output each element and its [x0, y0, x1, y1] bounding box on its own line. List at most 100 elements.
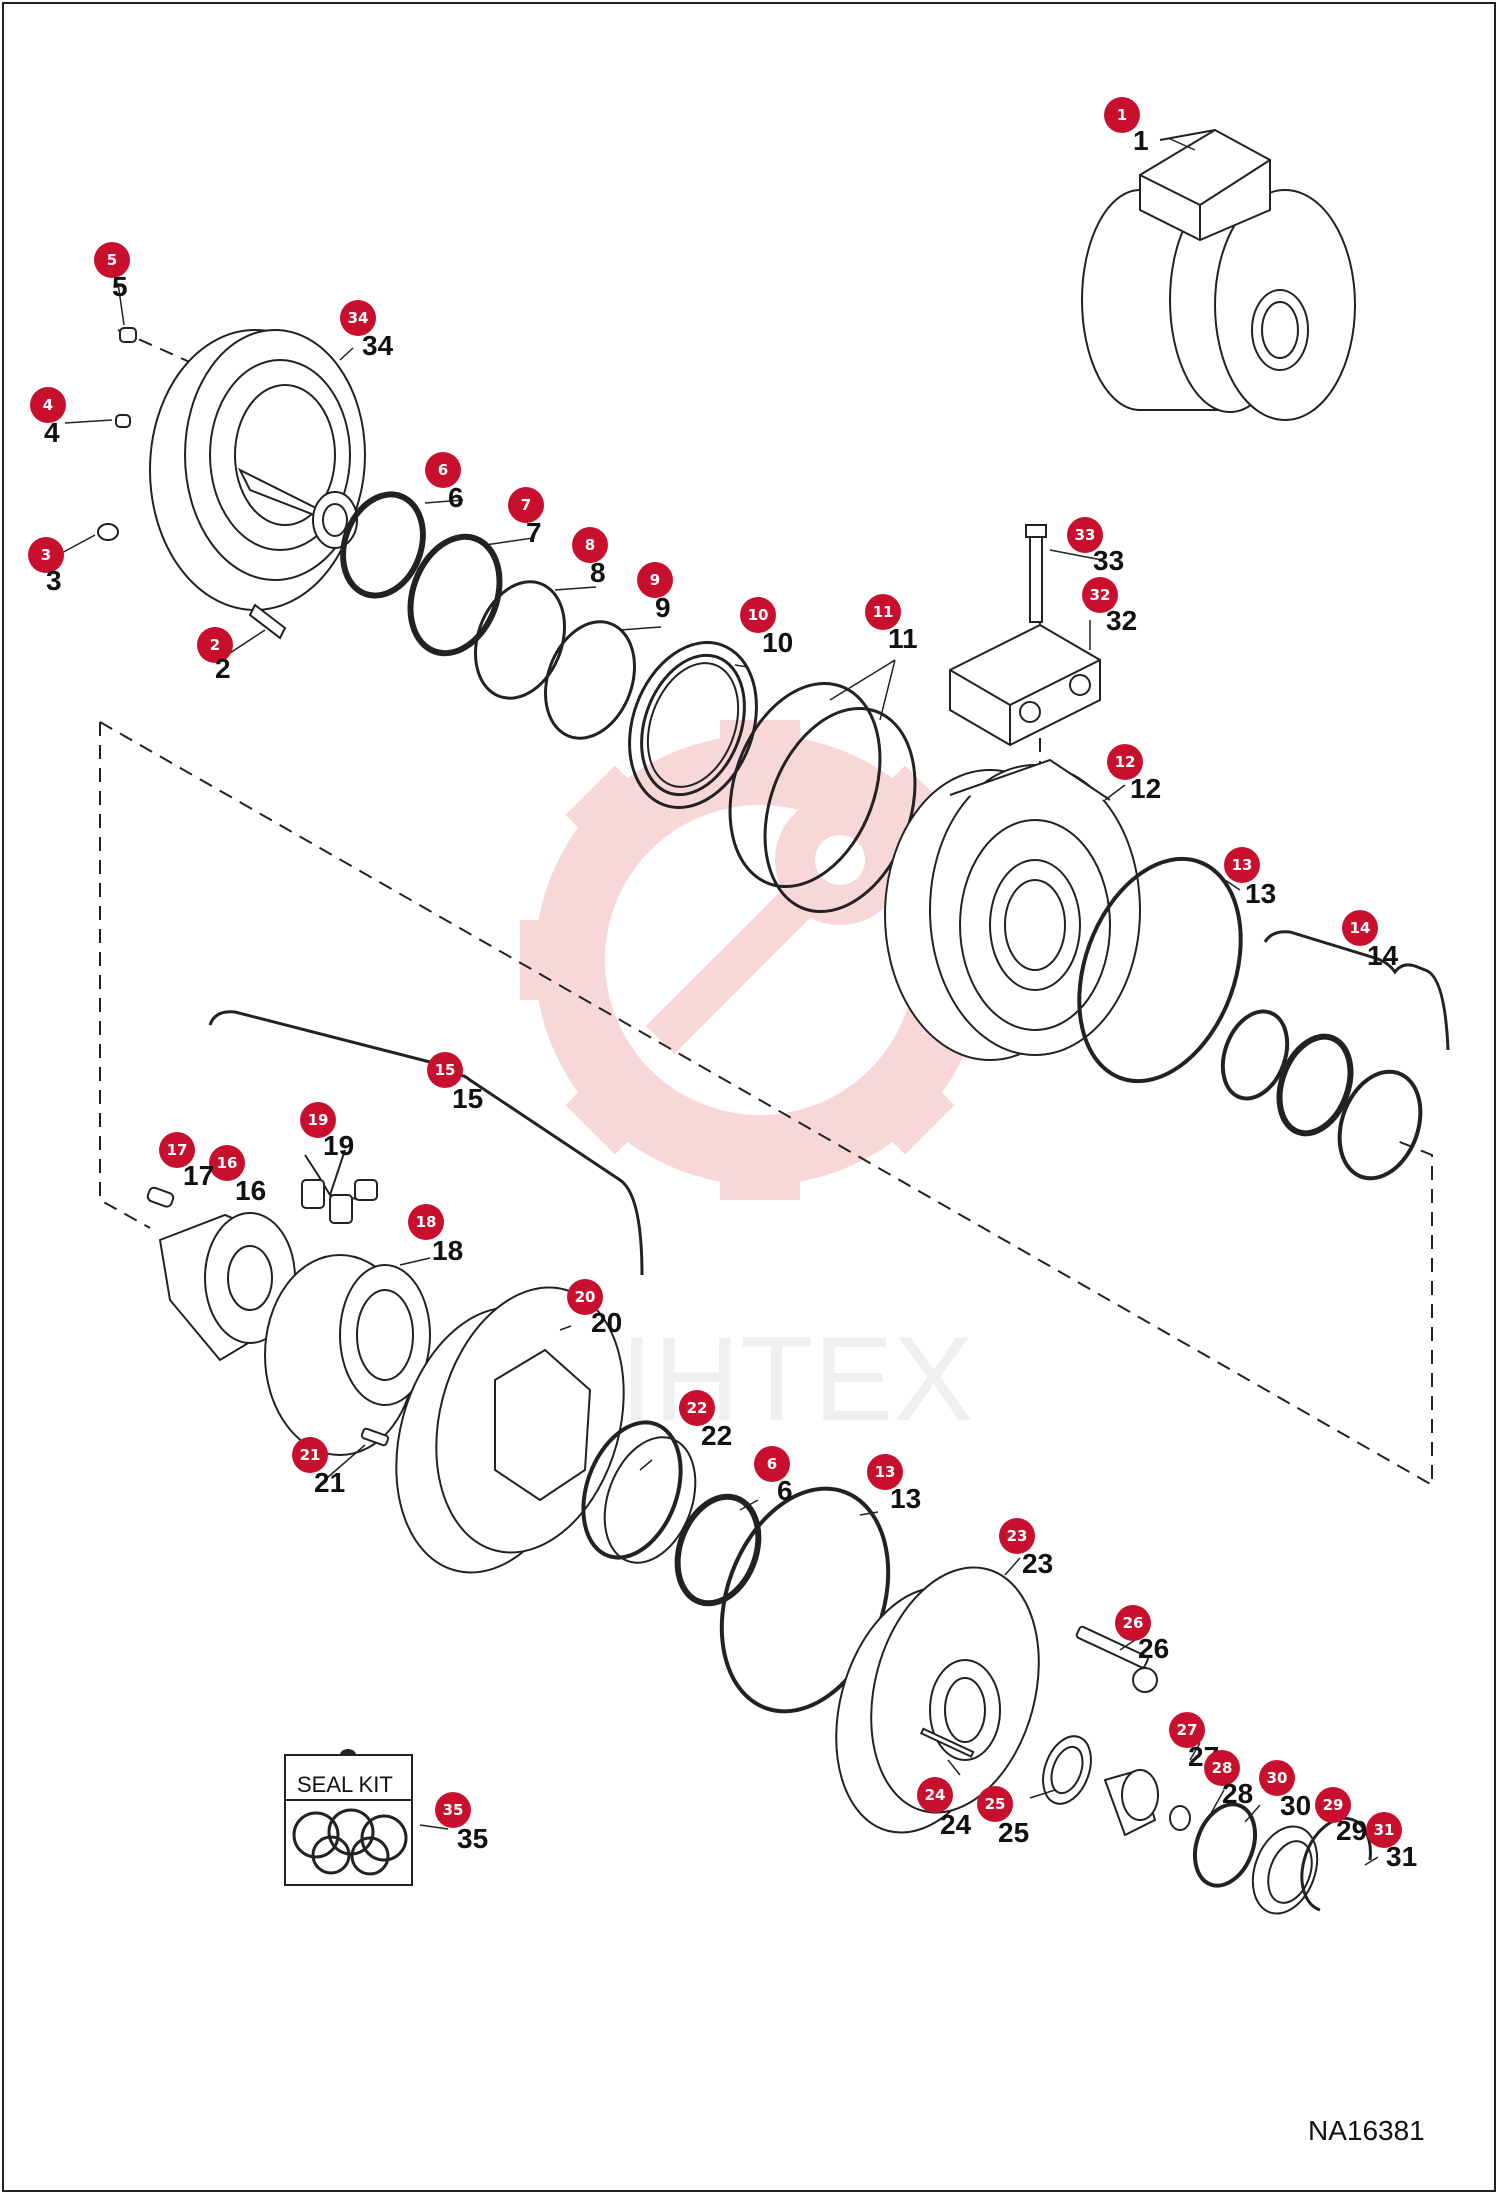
callout-badge-p26: [1115, 1605, 1151, 1641]
part-label-p4: 4: [44, 417, 60, 448]
part-label-p1: 1: [1133, 125, 1149, 156]
callout-number-p30: 30: [1267, 1769, 1288, 1787]
motor-housing-illustration: [884, 758, 1141, 1061]
callout-number-p20: 20: [575, 1288, 596, 1306]
callout-number-p14: 14: [1350, 919, 1371, 937]
part-label-p33: 33: [1093, 545, 1124, 576]
callout-badge-p16: [209, 1145, 245, 1181]
part-label-p34: 34: [362, 330, 394, 361]
callout-badge-p2: [197, 627, 233, 663]
part-label-p15: 15: [452, 1083, 483, 1114]
part-label-p14: 14: [1367, 940, 1399, 971]
ring-gear-illustration: [395, 1286, 625, 1574]
callout-number-p8: 8: [585, 536, 595, 554]
callout-badge-p6b: [754, 1446, 790, 1482]
callout-number-p31: 31: [1374, 1821, 1395, 1839]
callout-number-p21: 21: [300, 1446, 321, 1464]
callout-number-p23: 23: [1007, 1527, 1028, 1545]
part-label-p5: 5: [112, 271, 128, 302]
part-label-p13b: 13: [890, 1483, 921, 1514]
part-label-p22: 22: [701, 1420, 732, 1451]
part-label-p9: 9: [655, 592, 671, 623]
part-label-p2: 2: [215, 653, 231, 684]
callout-number-p1: 1: [1117, 106, 1127, 124]
callout-badge-p28: [1204, 1750, 1240, 1786]
callout-number-p26: 26: [1123, 1614, 1144, 1632]
callout-badge-p11: [865, 594, 901, 630]
callout-badge-p4: [30, 387, 66, 423]
part-label-p24: 24: [940, 1809, 972, 1840]
callout-badge-p25: [977, 1786, 1013, 1822]
callout-badge-p12: [1107, 744, 1143, 780]
callout-badge-p33: [1067, 517, 1103, 553]
bearing-illustration: [628, 641, 758, 809]
callout-badge-p6a: [425, 452, 461, 488]
callout-number-p24: 24: [925, 1786, 946, 1804]
callout-badge-p1: [1104, 97, 1140, 133]
part-label-p32: 32: [1106, 605, 1137, 636]
callout-number-p28: 28: [1212, 1759, 1233, 1777]
part-label-p28: 28: [1222, 1778, 1253, 1809]
callout-number-p12: 12: [1115, 753, 1136, 771]
callout-badge-p34: [340, 300, 376, 336]
part-label-p3: 3: [46, 565, 62, 596]
callout-badge-p32: [1082, 577, 1118, 613]
callout-number-p7: 7: [521, 496, 531, 514]
callout-badge-p21: [292, 1437, 328, 1473]
callout-number-p16: 16: [217, 1154, 238, 1172]
fastener-illustrations: [97, 327, 287, 640]
callout-badge-p18: [408, 1204, 444, 1240]
callout-badge-p35: [435, 1792, 471, 1828]
callout-number-p33: 33: [1075, 526, 1096, 544]
callout-number-p32: 32: [1090, 586, 1111, 604]
callout-number-p6a: 6: [438, 461, 448, 479]
callout-badge-p13a: [1224, 847, 1260, 883]
callout-badge-p29: [1315, 1787, 1351, 1823]
part-label-p31: 31: [1386, 1841, 1417, 1872]
part-label-p11: 11: [888, 623, 918, 654]
callout-badge-p22: [679, 1390, 715, 1426]
callout-badge-p30: [1259, 1760, 1295, 1796]
small-end-parts-illustration: [919, 1625, 1372, 1915]
callout-number-p25: 25: [985, 1795, 1006, 1813]
part-label-p20: 20: [591, 1307, 622, 1338]
part-label-p30: 30: [1280, 1790, 1311, 1821]
part-label-p23: 23: [1022, 1548, 1053, 1579]
callout-badge-p9: [637, 562, 673, 598]
valve-block-illustration: [949, 524, 1101, 747]
oring-seals-right: [1077, 856, 1423, 1181]
callout-badge-p7: [508, 487, 544, 523]
part-label-p35: 35: [457, 1823, 488, 1854]
callout-number-p2: 2: [210, 636, 220, 654]
part-label-p19: 19: [323, 1130, 354, 1161]
callout-badge-p24: [917, 1777, 953, 1813]
callout-number-p5: 5: [107, 251, 117, 269]
callout-badge-p5: [94, 242, 130, 278]
part-label-p17: 17: [183, 1160, 214, 1191]
part-label-p8: 8: [590, 557, 606, 588]
callout-badge-p19: [300, 1102, 336, 1138]
callout-number-p22: 22: [687, 1399, 708, 1417]
callout-badge-p27: [1169, 1712, 1205, 1748]
part-label-p25: 25: [998, 1817, 1029, 1848]
part-label-p7: 7: [526, 517, 542, 548]
seal-rings-upper: [340, 491, 636, 740]
callout-badge-p13b: [867, 1454, 903, 1490]
part-label-p29: 29: [1336, 1815, 1367, 1846]
callout-number-p27: 27: [1177, 1721, 1198, 1739]
rotor-group-illustration: [146, 1149, 431, 1456]
callout-badge-p3: [28, 537, 64, 573]
callout-number-p13b: 13: [875, 1463, 896, 1481]
callout-badge-p23: [999, 1518, 1035, 1554]
callout-number-p34: 34: [348, 309, 369, 327]
callout-number-p9: 9: [650, 571, 660, 589]
callout-number-p4: 4: [43, 396, 53, 414]
end-cap-illustration: [835, 1566, 1040, 1834]
callout-number-p10: 10: [748, 606, 769, 624]
callout-number-p15: 15: [435, 1061, 456, 1079]
callout-number-p3: 3: [41, 546, 51, 564]
callout-badge-p17: [159, 1132, 195, 1168]
callout-badge-p10: [740, 597, 776, 633]
